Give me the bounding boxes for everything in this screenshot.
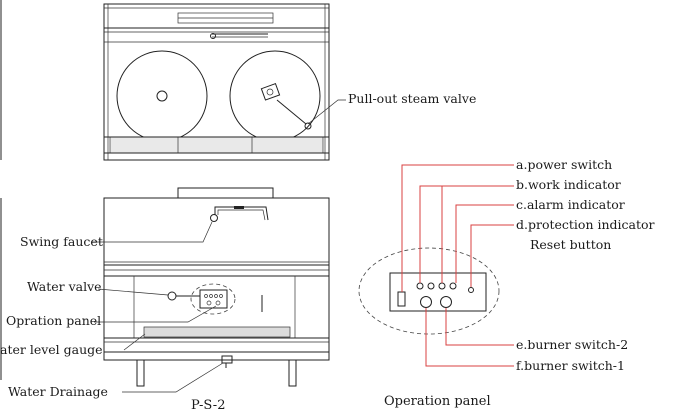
water-drainage-leader <box>122 362 224 393</box>
pot-right <box>229 50 321 142</box>
leg-right <box>288 359 297 387</box>
label-swing-faucet: Swing faucet <box>20 234 103 249</box>
operation-panel-caption: Operation panel <box>384 394 491 409</box>
leader-work-indicator <box>419 185 514 283</box>
panel-item-b: b.work indicator <box>516 177 621 192</box>
label-operation-panel: Opration panel <box>6 313 101 328</box>
panel-item-a: a.power switch <box>516 157 612 172</box>
panel-item-e: e.burner switch-2 <box>516 337 628 352</box>
label-water-drainage: Water Drainage <box>8 384 108 399</box>
steam-valve-leader <box>307 99 346 125</box>
model-caption: P-S-2 <box>191 398 225 413</box>
leader-burner-switch-2 <box>445 308 514 346</box>
work-indicator-2 <box>427 282 435 290</box>
panel-item-f: f.burner switch-1 <box>516 358 625 373</box>
steam-valve-handle <box>276 99 307 125</box>
pot-left <box>116 50 208 142</box>
panel-item-c: c.alarm indicator <box>516 197 625 212</box>
panel-item-d: d.protection indicator <box>516 217 655 232</box>
leader-burner-switch-1 <box>425 308 514 367</box>
pot-left-center <box>156 90 168 102</box>
panel-plate <box>389 272 487 312</box>
protection-indicator <box>449 282 457 290</box>
power-switch <box>397 291 406 307</box>
water-level-leader <box>123 333 146 351</box>
leader-power-switch <box>401 164 514 292</box>
front-top-box <box>177 187 274 199</box>
leg-left <box>136 359 145 387</box>
operation-panel-leader <box>94 305 217 323</box>
steam-valve-knob <box>304 122 312 130</box>
work-indicator-1 <box>416 282 424 290</box>
reset-button <box>468 287 474 293</box>
burner-switch-1 <box>420 296 432 308</box>
alarm-indicator <box>438 282 446 290</box>
leader-alarm-indicator <box>455 204 514 283</box>
swing-faucet-leader <box>92 221 213 243</box>
panel-callout-ellipse <box>358 247 500 335</box>
label-water-valve: Water valve <box>27 279 102 294</box>
steam-valve-body <box>260 82 281 101</box>
water-valve-leader <box>97 288 169 296</box>
burner-switch-2 <box>440 296 452 308</box>
front-panel-callout <box>190 283 236 315</box>
label-pull-out-valve: Pull-out steam valve <box>348 91 476 106</box>
top-view-body <box>103 3 330 161</box>
front-base <box>103 351 330 361</box>
water-level-gauge <box>143 326 291 338</box>
front-view <box>92 187 330 393</box>
bottom-vents <box>109 136 324 154</box>
top-view <box>103 3 346 161</box>
drainage-outlet <box>221 355 233 364</box>
front-control-box <box>199 289 228 309</box>
operation-panel-detail <box>358 164 514 367</box>
panel-item-reset: Reset button <box>530 237 611 252</box>
leader-protection-indicator <box>470 224 514 287</box>
label-water-level-gauge: ater level gauge <box>0 342 103 357</box>
